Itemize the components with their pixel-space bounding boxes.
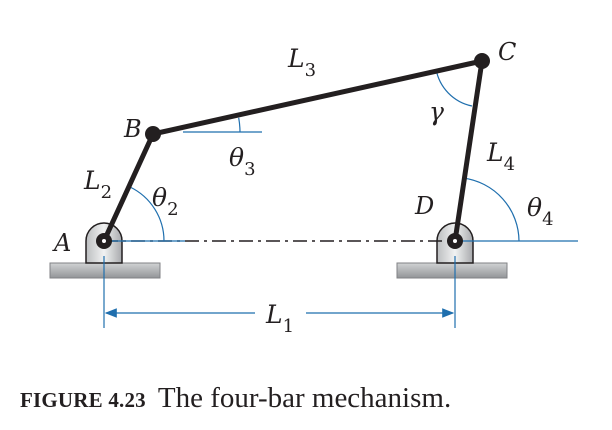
label-l1: L1 bbox=[265, 300, 294, 337]
label-l3: L3 bbox=[287, 44, 316, 81]
label-b: B bbox=[123, 115, 142, 143]
ground-left bbox=[49, 262, 161, 279]
figure-title: The four-bar mechanism. bbox=[157, 382, 452, 414]
label-theta4: θ4 bbox=[527, 193, 554, 230]
ground-right bbox=[396, 262, 508, 279]
angle-arc-theta3 bbox=[238, 117, 241, 133]
figure-caption: FIGURE 4.23 The four-bar mechanism. bbox=[0, 382, 612, 415]
angle-arc-theta4 bbox=[462, 177, 520, 242]
four-bar-mechanism-diagram: A B C D L1 L2 L3 L4 θ2 θ3 θ4 γ bbox=[49, 38, 578, 337]
joint-b bbox=[145, 126, 161, 142]
label-d: D bbox=[414, 192, 434, 220]
joint-d-inner bbox=[453, 239, 457, 243]
label-l4: L4 bbox=[486, 138, 515, 175]
link-l4 bbox=[452, 58, 485, 244]
label-c: C bbox=[498, 38, 516, 66]
angle-arc-gamma bbox=[435, 68, 473, 107]
label-gamma: γ bbox=[429, 97, 444, 126]
link-l3 bbox=[150, 58, 485, 137]
label-a: A bbox=[52, 229, 71, 257]
figure-number: FIGURE 4.23 bbox=[20, 388, 146, 412]
angle-arc-theta2 bbox=[129, 186, 165, 242]
label-theta3: θ3 bbox=[229, 143, 256, 180]
label-theta2: θ2 bbox=[152, 183, 179, 220]
joint-c bbox=[474, 53, 490, 69]
label-l2: L2 bbox=[83, 166, 112, 203]
link-l2 bbox=[101, 131, 156, 244]
joint-a-inner bbox=[102, 239, 106, 243]
